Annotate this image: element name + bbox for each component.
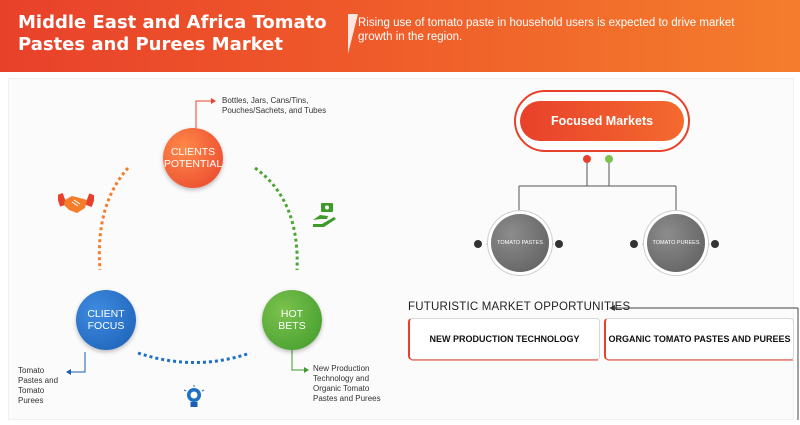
market-dot-right-2 bbox=[711, 240, 719, 248]
header-banner: Middle East and Africa Tomato Pastes and… bbox=[0, 0, 800, 72]
arc-blue bbox=[137, 351, 251, 364]
client-focus-note: Tomato Pastes and Tomato Purees bbox=[18, 366, 59, 405]
arc-orange bbox=[97, 167, 130, 271]
header-description: Rising use of tomato paste in household … bbox=[358, 17, 735, 43]
money-hand-icon bbox=[313, 203, 336, 227]
market-dot-right-1 bbox=[555, 240, 563, 248]
header-separator bbox=[348, 14, 358, 54]
client-focus-label-1: CLIENT bbox=[87, 308, 125, 320]
connector-dot-red bbox=[583, 155, 591, 163]
clients-potential-circle: CLIENTS POTENTIAL bbox=[163, 128, 223, 188]
hot-bets-label-1: HOT bbox=[280, 308, 304, 320]
market-label-tomato-pastes: TOMATO PASTES bbox=[497, 240, 543, 246]
hot-bets-circle: HOT BETS bbox=[262, 290, 322, 350]
market-dot-left-2 bbox=[630, 240, 638, 248]
opportunity-organic-tomato-pastes: ORGANIC TOMATO PASTES AND PUREES bbox=[604, 318, 794, 360]
client-focus-circle: CLIENT FOCUS bbox=[76, 290, 136, 350]
arc-green bbox=[254, 166, 299, 271]
leader-focus bbox=[70, 352, 86, 373]
leader-hotbets bbox=[291, 350, 305, 371]
market-dot-left-1 bbox=[474, 240, 482, 248]
opportunity-label-1: NEW PRODUCTION TECHNOLOGY bbox=[429, 334, 580, 344]
futuristic-title: FUTURISTIC MARKET OPPORTUNITIES bbox=[408, 301, 631, 313]
lightbulb-icon bbox=[183, 385, 205, 407]
clients-potential-label-1: CLIENTS bbox=[170, 146, 216, 158]
leader-clients bbox=[195, 100, 212, 130]
market-circle-tomato-pastes: TOMATO PASTES bbox=[491, 214, 549, 272]
handshake-icon bbox=[58, 192, 94, 213]
page-title: Middle East and Africa Tomato Pastes and… bbox=[18, 12, 327, 55]
opportunity-label-2: ORGANIC TOMATO PASTES AND PUREES bbox=[608, 334, 791, 344]
clients-potential-label-2: POTENTIAL bbox=[163, 158, 223, 170]
focused-markets-title: Focused Markets bbox=[520, 101, 684, 141]
hot-bets-note: New Production Technology and Organic To… bbox=[313, 364, 381, 403]
clients-potential-note: Bottles, Jars, Cans/Tins, Pouches/Sachet… bbox=[222, 96, 327, 115]
market-circle-tomato-purees: TOMATO PUREES bbox=[647, 214, 705, 272]
connector-dot-green bbox=[605, 155, 613, 163]
market-label-tomato-purees: TOMATO PUREES bbox=[652, 240, 700, 246]
client-focus-label-2: FOCUS bbox=[87, 320, 125, 332]
hot-bets-label-2: BETS bbox=[278, 320, 306, 332]
opportunity-new-production-technology: NEW PRODUCTION TECHNOLOGY bbox=[408, 318, 600, 360]
